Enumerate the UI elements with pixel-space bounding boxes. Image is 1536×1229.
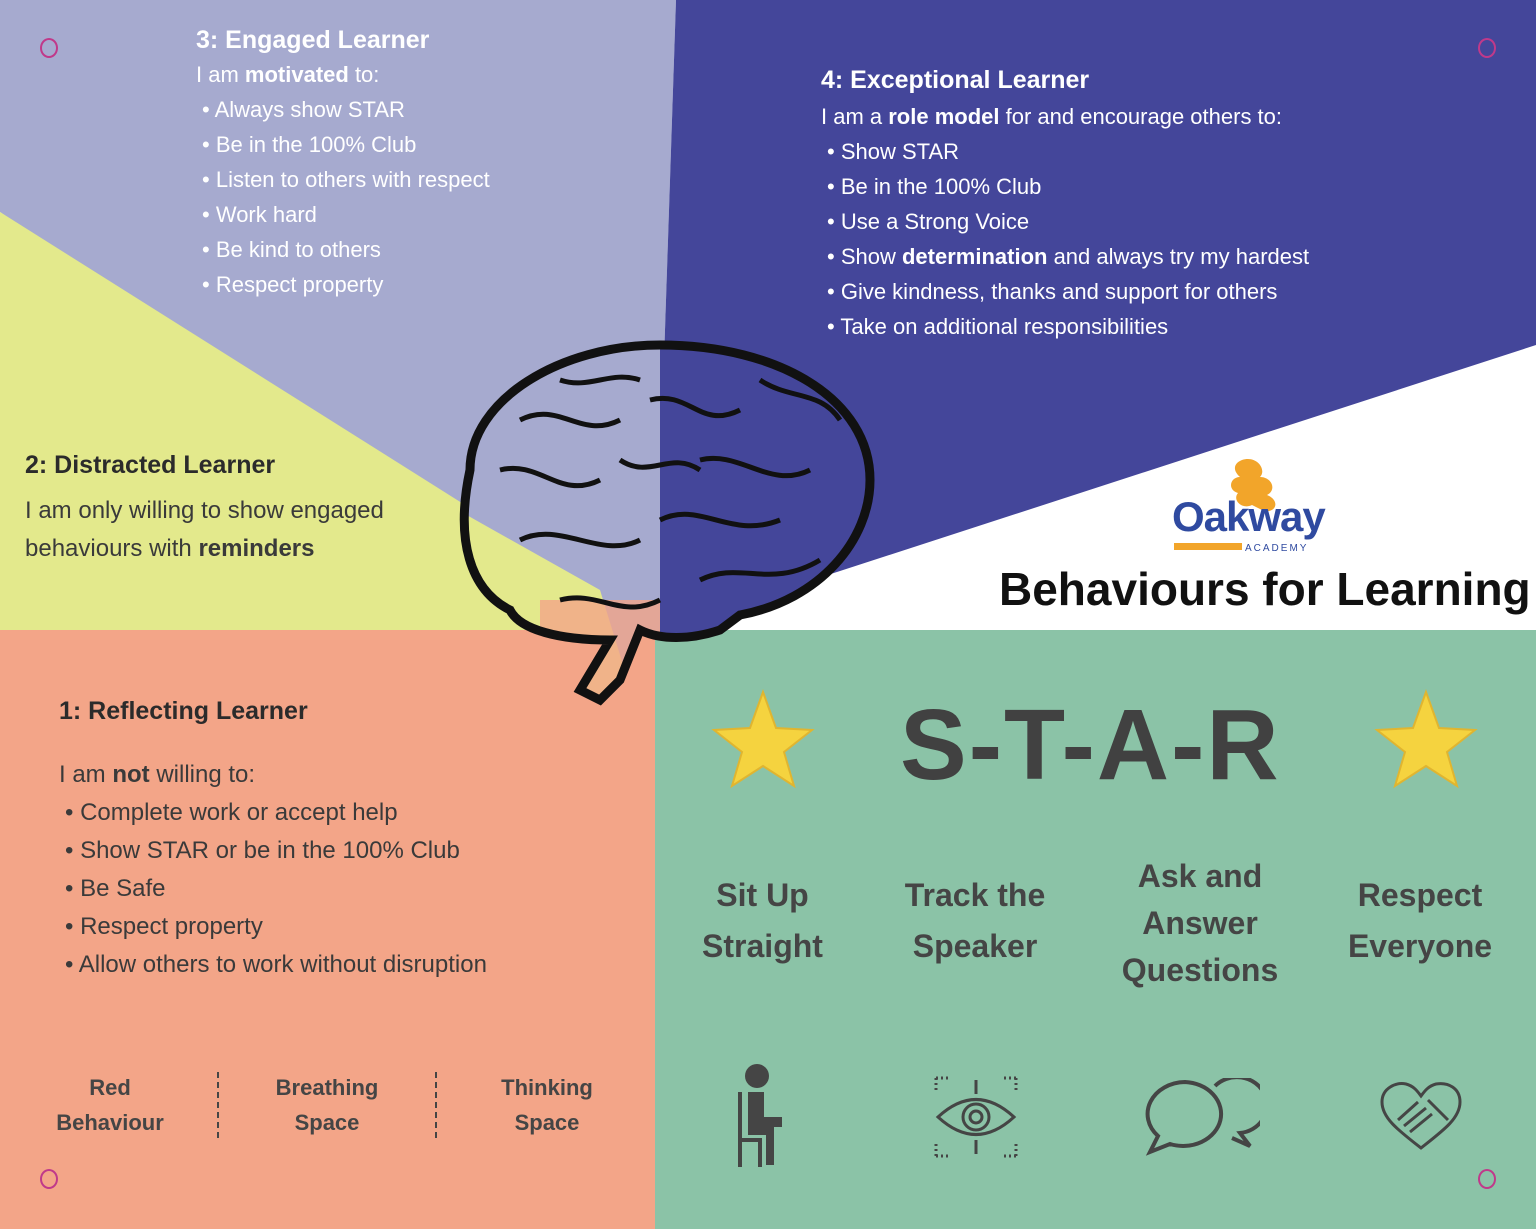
- list-item: Complete work or accept help: [65, 794, 487, 832]
- list-item: Allow others to work without disruption: [65, 946, 487, 984]
- list-item: Respect property: [202, 267, 490, 302]
- corner-ring: [1478, 1169, 1496, 1189]
- list-item: Be kind to others: [202, 232, 490, 267]
- list-item: Show STAR or be in the 100% Club: [65, 832, 487, 870]
- list-item: Show determination and always try my har…: [827, 239, 1309, 274]
- list-item: Be Safe: [65, 870, 487, 908]
- divider: [217, 1072, 219, 1138]
- list-item: Listen to others with respect: [202, 162, 490, 197]
- reflecting-intro: I am not willing to:: [59, 761, 256, 788]
- reflecting-list: Complete work or accept help Show STAR o…: [65, 794, 487, 984]
- divider: [435, 1072, 437, 1138]
- heart-handshake-icon: [1380, 1082, 1462, 1150]
- engaged-list: Always show STAR Be in the 100% Club Lis…: [202, 92, 490, 302]
- list-item: Use a Strong Voice: [827, 204, 1309, 239]
- engaged-section: 3: Engaged Learner I am motivated to: Al…: [196, 26, 490, 302]
- logo-name: Oakway: [1172, 493, 1326, 540]
- distracted-region: [0, 212, 600, 630]
- list-item: Be in the 100% Club: [202, 127, 490, 162]
- list-item: Respect property: [65, 908, 487, 946]
- list-item: Be in the 100% Club: [827, 169, 1309, 204]
- corner-ring: [1478, 38, 1496, 58]
- list-item: Show STAR: [827, 134, 1309, 169]
- eye-focus-icon: [934, 1076, 1018, 1158]
- logo-sub: ACADEMY: [1245, 543, 1309, 554]
- exceptional-intro: I am a role model for and encourage othe…: [821, 104, 1283, 129]
- exceptional-list: Show STAR Be in the 100% Club Use a Stro…: [827, 134, 1309, 344]
- corner-ring: [40, 1169, 58, 1189]
- exceptional-section: 4: Exceptional Learner I am a role model…: [821, 66, 1309, 344]
- list-item: Take on additional responsibilities: [827, 309, 1309, 344]
- list-item: Give kindness, thanks and support for ot…: [827, 274, 1309, 309]
- corner-ring: [40, 38, 58, 58]
- star-region: [655, 630, 1536, 1229]
- speech-bubbles-icon: [1145, 1078, 1260, 1156]
- engaged-intro: I am motivated to:: [196, 62, 380, 87]
- star-heading: S-T-A-R: [900, 689, 1281, 801]
- list-item: Work hard: [202, 197, 490, 232]
- page-title: Behaviours for Learning: [999, 563, 1531, 615]
- oak-leaf-icon: [1174, 458, 1276, 550]
- star-icon-left: [711, 689, 815, 789]
- distracted-title: 2: Distracted Learner: [25, 451, 276, 479]
- reflecting-section: 1: Reflecting Learner I am not willing t…: [59, 697, 487, 984]
- oakway-logo: Oakway ACADEMY: [1172, 455, 1337, 559]
- distracted-text: I am only willing to show engaged behavi…: [25, 497, 384, 562]
- engaged-title: 3: Engaged Learner: [196, 26, 430, 54]
- list-item: Always show STAR: [202, 92, 490, 127]
- exceptional-title: 4: Exceptional Learner: [821, 66, 1090, 94]
- star-icon-right: [1374, 689, 1478, 789]
- sitting-person-icon: [738, 1064, 782, 1167]
- reflecting-title: 1: Reflecting Learner: [59, 697, 308, 725]
- distracted-section: 2: Distracted Learner I am only willing …: [25, 451, 384, 568]
